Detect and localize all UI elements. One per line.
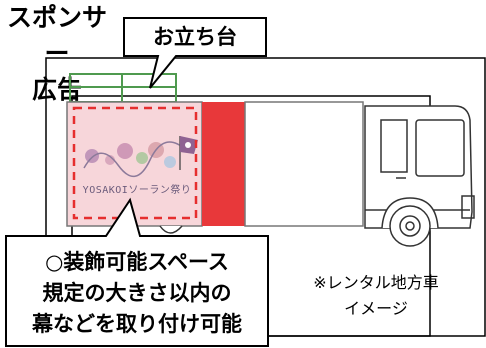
caption-line-1: ※レンタル地方車 xyxy=(313,273,439,292)
stage-callout xyxy=(123,17,267,89)
red-band xyxy=(202,102,245,226)
decoration-logo-text: YOSAKOIソーラン祭り xyxy=(82,185,192,196)
decoration-dashed-border xyxy=(72,106,198,220)
cab-wheel xyxy=(381,197,439,247)
caption-line-2: イメージ xyxy=(344,299,408,318)
stage-railing xyxy=(69,73,177,103)
stage-label: お立ち台 xyxy=(153,25,237,49)
decoration-note-line-3: 幕などを取り付け可能 xyxy=(32,312,242,336)
rental-caption: ※レンタル地方車 イメージ xyxy=(296,270,456,322)
festival-illustration xyxy=(83,136,198,177)
decoration-note-line-2: 規定の大きさ以内の xyxy=(42,281,232,305)
decoration-note: ○装飾可能スペース 規定の大きさ以内の 幕などを取り付け可能 xyxy=(6,247,268,340)
truck-cab xyxy=(364,105,475,229)
sponsor-ad-label: スポンサー 広告 xyxy=(0,0,114,108)
decoration-note-line-1: ○装飾可能スペース xyxy=(45,250,229,274)
sponsor-panel xyxy=(244,101,364,227)
sponsor-line-1: スポンサー xyxy=(6,3,107,68)
decoration-callout xyxy=(5,197,269,347)
rear-wheel xyxy=(159,225,183,234)
sponsor-line-2: 広告 xyxy=(31,75,82,104)
